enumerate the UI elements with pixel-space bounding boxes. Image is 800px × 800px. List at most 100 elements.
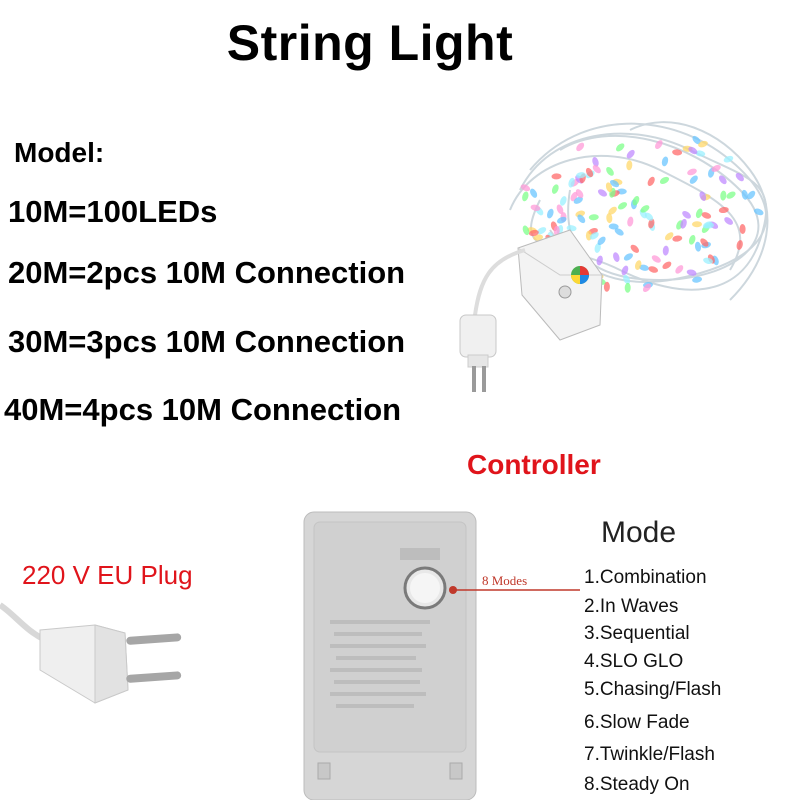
led-bulb — [647, 176, 655, 187]
model-line-1: 10M=100LEDs — [8, 194, 218, 229]
led-bulb — [556, 204, 564, 215]
led-bulb — [687, 168, 697, 176]
led-bulb — [623, 274, 631, 285]
controller-box-image — [303, 511, 477, 800]
led-bulb — [695, 208, 703, 219]
led-bulb — [753, 208, 764, 216]
led-bulb — [547, 208, 554, 219]
modes-callout-label: 8 Modes — [482, 573, 528, 588]
led-bulb — [739, 224, 746, 234]
led-bulb — [592, 164, 601, 174]
led-bulb — [662, 245, 669, 256]
led-bulb — [689, 175, 698, 184]
led-bulb — [688, 234, 696, 245]
led-bulb — [724, 217, 733, 225]
led-bulb — [700, 238, 709, 247]
led-bulb — [575, 172, 586, 179]
model-line-3: 30M=3pcs 10M Connection — [8, 324, 406, 359]
model-line-2: 20M=2pcs 10M Connection — [8, 255, 406, 290]
led-bulb — [726, 191, 736, 199]
led-bulb — [551, 173, 562, 180]
led-bulb — [648, 218, 655, 229]
led-bulb — [718, 175, 727, 185]
led-bulb — [723, 155, 734, 163]
led-bulb — [703, 257, 713, 264]
controller-label: Controller — [467, 449, 601, 480]
led-bulb — [662, 261, 672, 270]
led-bulb — [621, 265, 629, 276]
led-bulb — [603, 281, 610, 292]
led-bulb — [692, 221, 702, 228]
led-bulb — [573, 196, 583, 204]
led-bulb — [675, 265, 684, 274]
led-bulb — [575, 189, 584, 199]
led-bulb — [701, 212, 712, 219]
led-bulb — [522, 191, 529, 202]
led-bulb — [530, 188, 538, 198]
led-bulb — [644, 212, 654, 221]
led-bulb — [654, 140, 663, 150]
led-bulb — [640, 205, 650, 213]
led-bulb — [682, 210, 691, 219]
led-bulb — [626, 149, 635, 159]
led-bulb — [605, 182, 613, 193]
led-bulb — [597, 189, 608, 197]
led-bulb — [627, 216, 634, 227]
led-bulb — [699, 191, 707, 201]
led-bulb — [568, 177, 575, 188]
mode-button — [403, 566, 447, 610]
led-bulb — [632, 195, 640, 206]
led-bulb — [672, 235, 683, 242]
callout-pointer — [449, 586, 580, 594]
led-bulb — [635, 260, 642, 270]
led-bulb — [736, 240, 743, 250]
led-bulb — [613, 252, 620, 262]
controller-box-small — [517, 229, 603, 341]
led-bulb — [530, 204, 541, 211]
model-line-4: 40M=4pcs 10M Connection — [4, 392, 402, 427]
led-bulb — [592, 157, 599, 167]
led-bulb — [702, 221, 713, 229]
led-bulb — [577, 214, 586, 224]
led-bulb — [559, 196, 567, 206]
led-bulb — [624, 282, 631, 293]
mode-item: 4.SLO GLO — [584, 651, 684, 672]
led-bulb — [576, 142, 585, 152]
led-bulb — [651, 255, 661, 263]
page-title: String Light — [226, 15, 514, 71]
led-bulb — [589, 232, 599, 240]
model-heading: Model: — [14, 137, 105, 168]
led-bulb — [537, 227, 547, 235]
led-bulb — [661, 156, 669, 167]
led-bulb — [642, 283, 652, 292]
mode-item: 3.Sequential — [584, 623, 690, 644]
led-bulb — [688, 146, 698, 155]
led-bulb — [692, 135, 701, 145]
led-bulb — [585, 167, 594, 178]
led-bulb — [648, 266, 659, 273]
led-bulb — [566, 225, 577, 232]
led-bulb — [626, 160, 633, 171]
mode-item: 2.In Waves — [584, 596, 679, 617]
led-bulb — [623, 253, 633, 261]
mode-item: 1.Combination — [584, 567, 707, 588]
eu-plug-icon — [0, 602, 182, 704]
mode-item: 7.Twinkle/Flash — [584, 744, 715, 765]
mode-item: 8.Steady On — [584, 774, 690, 795]
led-bulb — [553, 225, 560, 236]
led-bulb — [664, 232, 674, 241]
led-bulb — [594, 243, 601, 253]
plug-label: 220 V EU Plug — [22, 560, 193, 590]
led-bulb — [711, 164, 721, 172]
led-bulb — [609, 179, 620, 188]
led-bulb — [588, 214, 599, 221]
led-bulb — [741, 189, 748, 200]
led-bulb — [522, 225, 530, 236]
led-bulb — [606, 213, 613, 224]
led-bulb — [597, 236, 606, 245]
led-bulb — [528, 229, 539, 237]
mode-heading: Mode — [601, 516, 677, 549]
led-bulb — [659, 176, 670, 184]
led-bulb — [608, 206, 617, 215]
led-bulb — [718, 206, 729, 214]
